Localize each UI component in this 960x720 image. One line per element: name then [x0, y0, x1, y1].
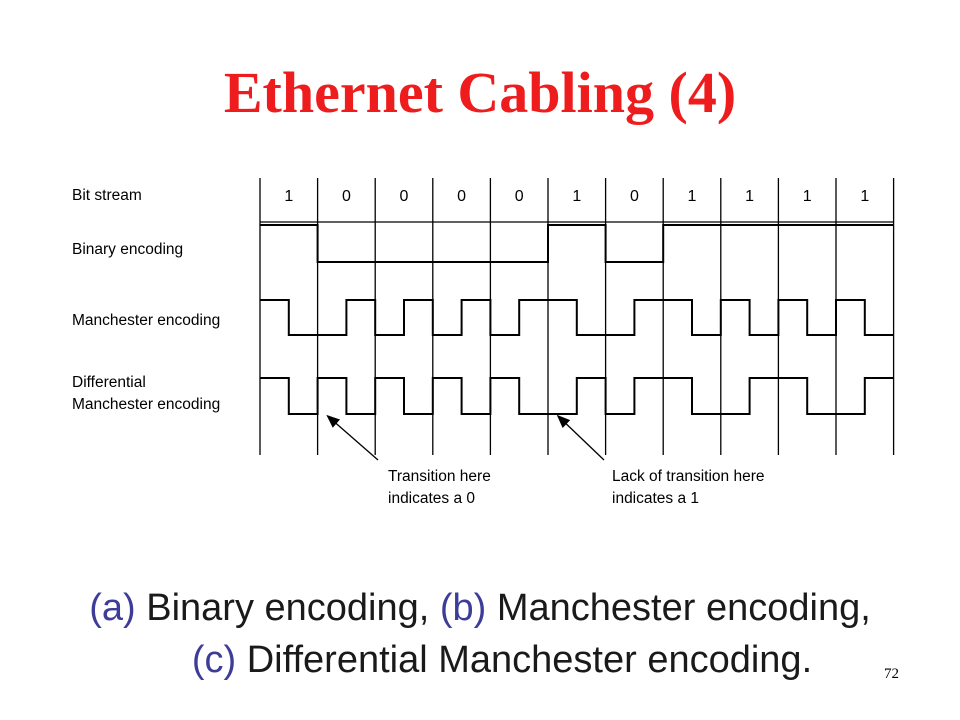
bit-digit: 1 [572, 188, 581, 205]
caption-marker-b: (b) [429, 587, 487, 629]
annotation-1-line1: Transition here [388, 468, 491, 485]
page-number: 72 [884, 666, 899, 682]
caption-marker-a: (a) [89, 587, 136, 629]
annotation-2-line1: Lack of transition here [612, 468, 765, 485]
caption-text-a: Binary encoding, [135, 587, 430, 629]
annotation-arrow-1-head [326, 414, 340, 428]
bit-digit: 1 [284, 188, 293, 205]
caption-line-1: (a) Binary encoding, (b) Manchester enco… [0, 582, 960, 634]
bit-digit: 0 [400, 188, 409, 205]
annotation-arrow-2-head [556, 414, 571, 429]
caption-text-c: Differential Manchester encoding. [236, 639, 813, 681]
label-binary-encoding: Binary encoding [72, 241, 183, 258]
bit-digit: 1 [745, 188, 754, 205]
bit-digit: 0 [515, 188, 524, 205]
differential-manchester-waveform [260, 377, 894, 415]
bit-digit: 0 [630, 188, 639, 205]
manchester-waveform [260, 299, 894, 336]
caption-text-b: Manchester encoding, [486, 587, 871, 629]
bit-digit: 0 [457, 188, 466, 205]
caption-line-2: (c) Differential Manchester encoding. [0, 634, 960, 686]
label-differential-line2: Manchester encoding [72, 396, 220, 413]
annotation-1-line2: indicates a 0 [388, 490, 475, 507]
bit-digit: 1 [688, 188, 697, 205]
encoding-diagram: Bit stream Binary encoding Manchester en… [72, 178, 895, 507]
caption-marker-c: (c) [191, 639, 237, 681]
annotation-2-line2: indicates a 1 [612, 490, 699, 507]
slide-title: Ethernet Cabling (4) [223, 60, 737, 125]
label-bit-stream: Bit stream [72, 187, 142, 204]
bit-digit: 0 [342, 188, 351, 205]
label-differential-line1: Differential [72, 374, 146, 391]
binary-waveform [260, 224, 894, 263]
bit-digit: 1 [860, 188, 869, 205]
label-manchester-encoding: Manchester encoding [72, 312, 220, 329]
caption: (a) Binary encoding, (b) Manchester enco… [0, 582, 960, 686]
bit-digit: 1 [803, 188, 812, 205]
